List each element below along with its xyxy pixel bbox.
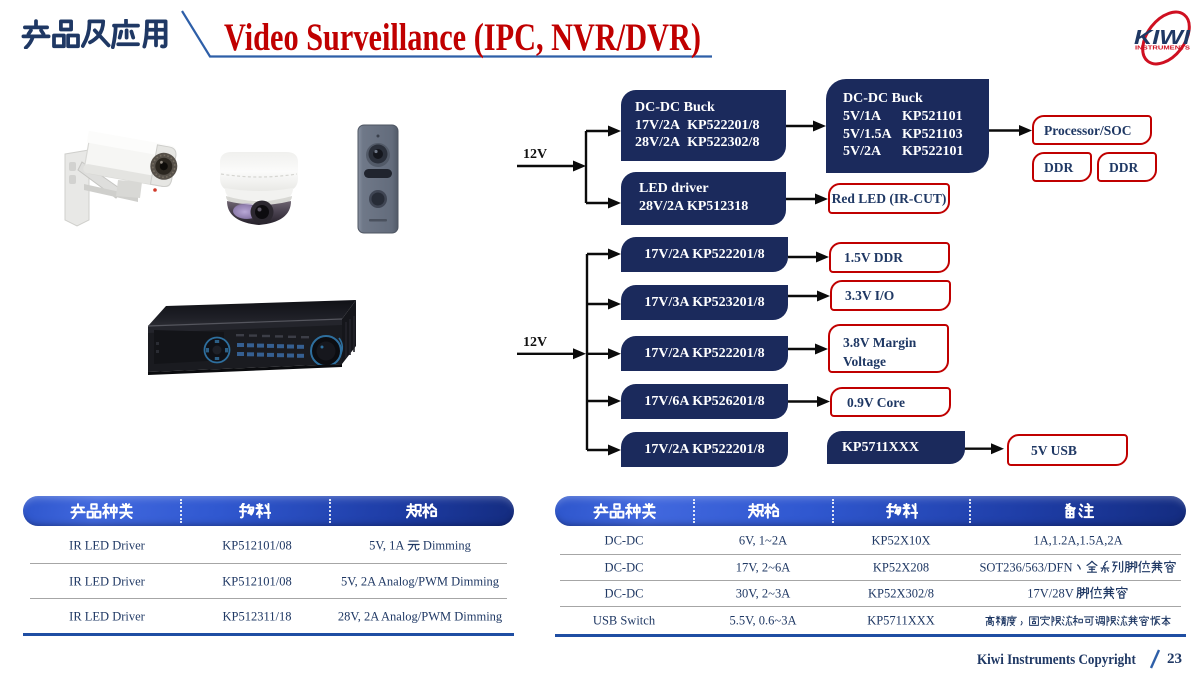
- svg-text:KIWI: KIWI: [1134, 27, 1191, 49]
- svg-text:INSTRUMENTS: INSTRUMENTS: [1135, 46, 1191, 52]
- svg-text:12V: 12V: [523, 147, 547, 162]
- svg-text:12V: 12V: [523, 335, 547, 350]
